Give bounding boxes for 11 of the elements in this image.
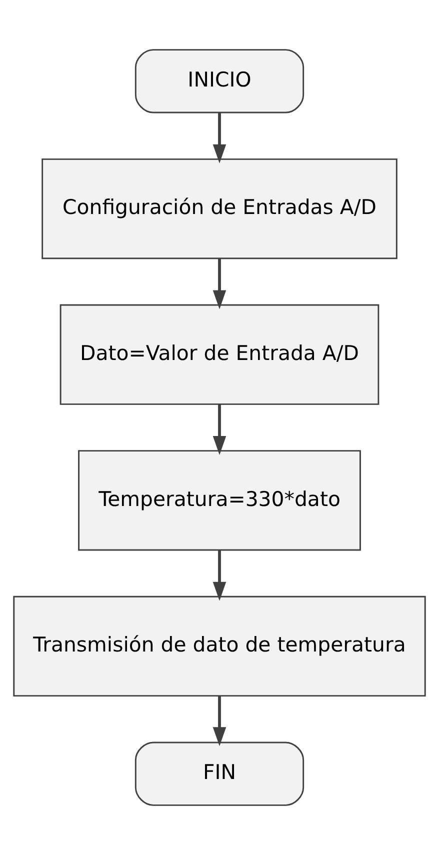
node-box: Configuración de Entradas A/D — [42, 158, 398, 259]
arrow — [212, 112, 226, 163]
node-box: Temperatura=330*dato — [78, 450, 361, 550]
arrow — [212, 696, 226, 746]
node-box: Dato=Valor de Entrada A/D — [60, 304, 380, 404]
arrow — [212, 550, 226, 600]
node-box: INICIO — [134, 48, 304, 113]
arrow — [212, 258, 226, 309]
node-box: Transmisión de dato de temperatura — [13, 595, 426, 696]
node-box: FIN — [134, 741, 304, 806]
arrow — [212, 404, 226, 455]
